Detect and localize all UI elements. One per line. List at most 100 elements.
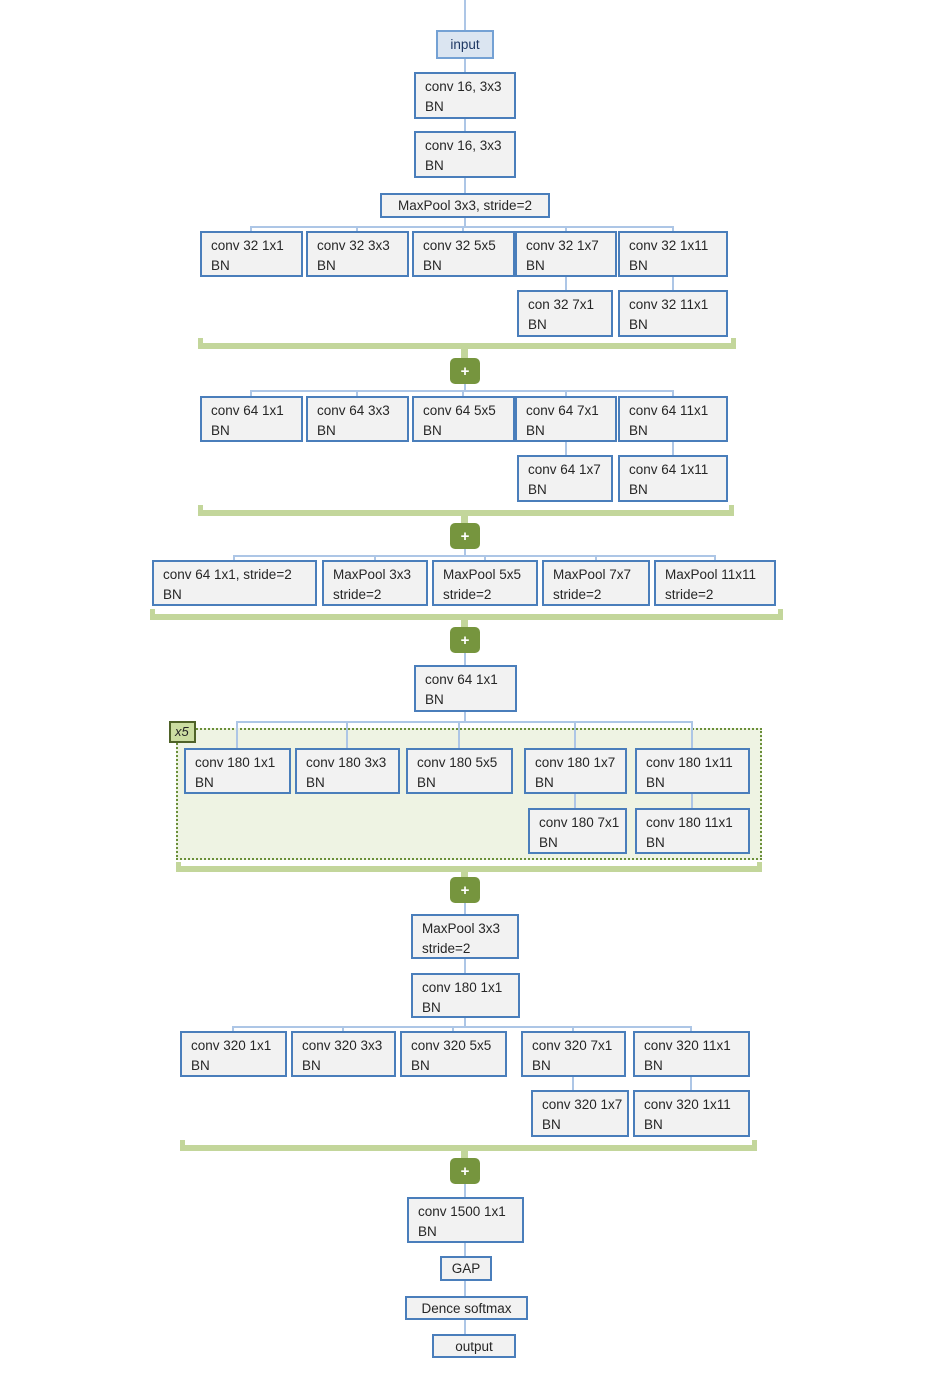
concat-bracket [180,1145,757,1151]
node-label: Dence softmax [421,1300,512,1316]
connector [565,442,567,455]
node-label: conv 64 11x1 [629,403,709,418]
node-output: output [432,1334,516,1358]
node-label: conv 32 3x3 [317,238,390,253]
node-label: MaxPool 5x5 [443,567,522,582]
node-label: stride=2 [333,587,382,602]
node-label: BN [646,775,665,790]
add-node: + [450,877,480,903]
node-label: BN [425,99,444,114]
connector [691,721,693,748]
connector [464,903,466,914]
node-input: input [436,30,494,59]
node-label: conv 32 1x11 [629,238,709,253]
node-label: conv 320 1x7 [542,1097,623,1112]
connector [484,555,486,560]
node-label: conv 32 5x5 [423,238,496,253]
connector [565,226,567,231]
connector [464,549,466,555]
connector [237,721,693,723]
node-label: conv 180 1x1 [195,755,276,770]
connector [464,1018,466,1026]
connector [458,721,460,748]
connector [595,555,597,560]
node-label: conv 320 3x3 [302,1038,383,1053]
node-label: BN [191,1058,210,1073]
connector [464,1243,466,1256]
connector [572,1026,574,1031]
connector [233,555,235,560]
connector [690,1077,692,1090]
node-label: BN [526,258,545,273]
connector [452,1026,454,1031]
node-label: conv 16, 3x3 [425,138,502,153]
concat-bracket [198,510,734,516]
node-label: BN [539,835,558,850]
connector [464,653,466,665]
node-label: BN [646,835,665,850]
connector [691,794,693,808]
node-label: conv 64 1x1 [425,672,498,687]
connector [346,721,348,748]
node-label: conv 64 1x11 [629,462,709,477]
connector [572,1077,574,1090]
connector [250,226,252,231]
connector [464,178,466,193]
node-label: conv 32 11x1 [629,297,709,312]
concat-bracket [198,343,736,349]
node-label: conv 320 1x11 [644,1097,731,1112]
node-label: conv 320 7x1 [532,1038,613,1053]
node-maxpool-stem: MaxPool 3x3, stride=2 [380,193,550,218]
node-label: BN [163,587,182,602]
node-label: BN [629,482,648,497]
connector [464,1184,466,1197]
add-node: + [450,1158,480,1184]
node-label: stride=2 [553,587,602,602]
node-label: conv 180 7x1 [539,815,620,830]
node-label: BN [644,1058,663,1073]
connector [356,390,358,396]
node-label: conv 180 3x3 [306,755,387,770]
node-label: conv 32 1x7 [526,238,599,253]
node-label: conv 64 3x3 [317,403,390,418]
node-label: conv 64 5x5 [423,403,496,418]
connector [234,555,716,557]
node-label: conv 320 5x5 [411,1038,492,1053]
node-maxpool-7x7: MaxPool 7x7 stride=2 [542,560,650,606]
concat-bracket [150,614,783,620]
node-label: conv 64 1x1 [211,403,284,418]
connector [464,959,466,973]
connector [464,1320,466,1334]
connector [232,1026,234,1031]
connector [690,1026,692,1031]
concat-bracket [461,620,468,627]
node-label: BN [211,258,230,273]
node-label: BN [302,1058,321,1073]
connector [574,794,576,808]
node-label: MaxPool 7x7 [553,567,632,582]
connector [574,721,576,748]
connector [565,390,567,396]
node-label: BN [306,775,325,790]
connector [672,442,674,455]
connector [342,1026,344,1031]
